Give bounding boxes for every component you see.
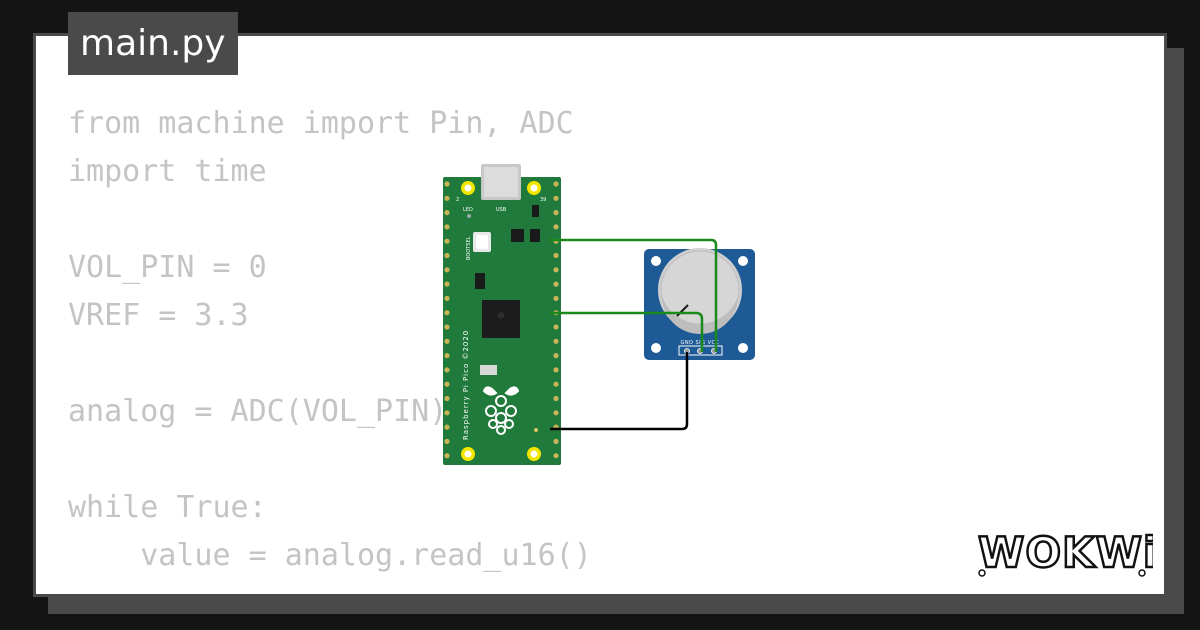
pin-number-label: 2 xyxy=(456,197,459,203)
pico-pin[interactable] xyxy=(444,210,450,216)
pico-pin[interactable] xyxy=(444,181,450,187)
pico-pin[interactable] xyxy=(444,281,450,287)
pico-pin[interactable] xyxy=(444,252,450,259)
pico-pin[interactable] xyxy=(444,310,450,316)
pico-pin[interactable] xyxy=(444,238,450,244)
pico-pin[interactable] xyxy=(553,338,559,344)
pico-pin[interactable] xyxy=(444,195,450,201)
code-line: from machine import Pin, ADC xyxy=(68,106,574,141)
pico-pin[interactable] xyxy=(444,410,450,416)
code-line: VOL_PIN = 0 xyxy=(68,250,267,285)
pico-pin[interactable] xyxy=(553,252,559,259)
pico-pin[interactable] xyxy=(444,353,450,359)
wire-ground[interactable] xyxy=(550,352,689,431)
pico-pin[interactable] xyxy=(444,338,450,344)
pico-pin[interactable] xyxy=(444,395,450,402)
pico-pin[interactable] xyxy=(553,353,559,359)
pico-pin[interactable] xyxy=(553,438,559,444)
pico-pin[interactable] xyxy=(553,367,559,373)
raspberry-pi-pico[interactable]: USB 2 39 LED BOOTSEL Raspberry Pi Pic xyxy=(443,164,561,465)
usb-label: USB xyxy=(496,207,507,213)
led-label: LED xyxy=(463,207,473,213)
wire-signal[interactable] xyxy=(550,311,704,352)
component xyxy=(480,365,497,375)
code-line: VREF = 3.3 xyxy=(68,298,249,333)
pin-number-label: 39 xyxy=(540,197,546,203)
pico-pin[interactable] xyxy=(444,324,450,330)
code-line: value = analog.read_u16() xyxy=(68,538,592,573)
potentiometer-module[interactable]: GND SIG VCC xyxy=(644,248,755,360)
pico-pin[interactable] xyxy=(444,295,450,301)
bootsel-label: BOOTSEL xyxy=(466,236,472,260)
component xyxy=(530,229,540,242)
wokwi-logo-text: WOKWi xyxy=(978,528,1153,577)
pico-pin[interactable] xyxy=(553,195,559,201)
pico-pin[interactable] xyxy=(553,410,559,416)
code-line: while True: xyxy=(68,490,267,525)
pico-pin[interactable] xyxy=(553,295,559,301)
pico-pin[interactable] xyxy=(553,381,559,387)
pico-pin[interactable] xyxy=(553,281,559,287)
led-indicator xyxy=(467,214,471,218)
component xyxy=(532,205,539,217)
component xyxy=(475,273,485,289)
pot-pin-header xyxy=(678,345,723,356)
pico-pin[interactable] xyxy=(553,267,559,273)
code-line: import time xyxy=(68,154,267,189)
wire-vcc[interactable] xyxy=(550,238,718,352)
code-line: analog = ADC(VOL_PIN) xyxy=(68,394,448,429)
pico-pin[interactable] xyxy=(553,210,559,216)
raspberry-logo-icon xyxy=(482,386,520,435)
pico-pin[interactable] xyxy=(444,367,450,373)
pico-pin[interactable] xyxy=(553,224,559,230)
pico-pin[interactable] xyxy=(553,395,559,402)
pot-pin-labels: GND SIG VCC xyxy=(680,340,719,346)
pico-pin[interactable] xyxy=(444,453,450,459)
pico-pin[interactable] xyxy=(444,381,450,387)
project-card xyxy=(33,33,1167,597)
pico-pin[interactable] xyxy=(444,267,450,273)
pico-pin[interactable] xyxy=(444,424,450,430)
pico-pin[interactable] xyxy=(444,224,450,230)
component xyxy=(511,229,524,242)
pico-pin[interactable] xyxy=(553,453,559,459)
pico-name-label: Raspberry Pi Pico ©2020 xyxy=(462,330,470,440)
wokwi-logo[interactable]: WOKWi xyxy=(978,527,1153,577)
pico-pin[interactable] xyxy=(553,181,559,187)
pico-pin[interactable] xyxy=(553,324,559,330)
file-name-tab[interactable]: main.py xyxy=(68,12,238,75)
pico-pin[interactable] xyxy=(444,438,450,444)
